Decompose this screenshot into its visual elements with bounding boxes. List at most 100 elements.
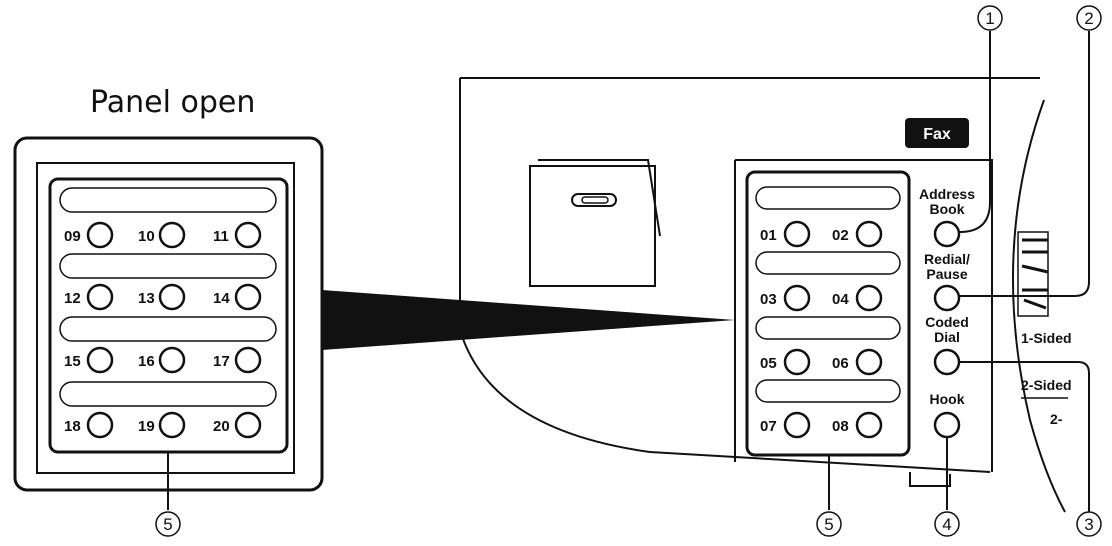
key-label: 12 <box>64 290 81 307</box>
zoom-wedge <box>322 290 735 350</box>
device-label-slots <box>755 186 901 403</box>
key-label: 06 <box>832 355 849 372</box>
one-touch-key-03[interactable] <box>783 284 811 312</box>
one-touch-key-06[interactable] <box>855 348 883 376</box>
one-touch-key-17[interactable] <box>234 346 262 374</box>
key-label: 07 <box>760 418 777 435</box>
one-touch-key-20[interactable] <box>234 411 262 439</box>
duplex-icon-block <box>1017 231 1049 317</box>
callout-number: 3 <box>1084 515 1093 534</box>
coded-dial-label-1: Coded <box>925 314 969 330</box>
key-label: 18 <box>64 418 81 435</box>
callout-number: 5 <box>824 515 833 534</box>
one-touch-panel-left <box>48 177 289 454</box>
label-slot <box>59 187 277 213</box>
callout-number: 4 <box>942 515 951 534</box>
one-touch-key-19[interactable] <box>158 411 186 439</box>
key-label: 09 <box>64 228 81 245</box>
document-holder <box>529 165 656 287</box>
label-slot <box>59 381 277 407</box>
hook-label: Hook <box>930 391 965 407</box>
key-label: 20 <box>213 418 230 435</box>
hook-button[interactable] <box>933 411 961 439</box>
device-curve-right <box>1011 99 1066 513</box>
one-touch-key-05[interactable] <box>783 348 811 376</box>
one-touch-key-13[interactable] <box>158 283 186 311</box>
callout-2: 2 <box>1076 5 1102 31</box>
one-touch-key-01[interactable] <box>783 220 811 248</box>
label-slot <box>59 253 277 279</box>
paper-clip-icon <box>571 193 617 207</box>
one-touch-key-08[interactable] <box>855 411 883 439</box>
panel-inner-frame <box>36 162 295 474</box>
callout-line-1 <box>959 31 991 233</box>
left-label-slots <box>59 187 277 407</box>
key-label: 04 <box>832 291 849 308</box>
fax-badge-label: Fax <box>923 126 951 143</box>
key-label: 19 <box>138 418 155 435</box>
callout-number: 1 <box>985 9 994 28</box>
label-slot <box>755 316 901 340</box>
address-book-label-1: Address <box>919 186 975 202</box>
key-label: 13 <box>138 290 155 307</box>
one-touch-key-04[interactable] <box>855 284 883 312</box>
redial-pause-label-2: Pause <box>926 266 967 282</box>
one-touch-key-15[interactable] <box>86 346 114 374</box>
callout-circle <box>816 511 842 537</box>
document-holder-edge <box>538 159 661 237</box>
callout-circle <box>155 511 181 537</box>
one-touch-key-10[interactable] <box>158 221 186 249</box>
address-book-button[interactable] <box>933 220 961 248</box>
callout-3: 3 <box>1076 511 1102 537</box>
key-label: 11 <box>213 228 229 245</box>
callout-1: 1 <box>977 5 1003 31</box>
label-slot <box>59 316 277 342</box>
callout-circle <box>1076 511 1102 537</box>
callout-circle <box>977 5 1003 31</box>
callout-line-3 <box>960 361 1090 512</box>
two-partial-label: 2- <box>1050 411 1063 427</box>
one-touch-panel-device <box>745 170 911 457</box>
one-touch-key-14[interactable] <box>234 283 262 311</box>
callout-number: 2 <box>1084 9 1093 28</box>
key-label: 15 <box>64 353 81 370</box>
one-sided-label: 1-Sided <box>1021 330 1072 346</box>
redial-pause-button[interactable] <box>933 284 961 312</box>
callout-number: 5 <box>163 515 172 534</box>
one-touch-key-09[interactable] <box>86 221 114 249</box>
one-touch-key-12[interactable] <box>86 283 114 311</box>
callout-5-right: 5 <box>816 511 842 537</box>
address-book-label-2: Book <box>930 201 965 217</box>
duplex-icon-lines <box>1021 238 1049 310</box>
label-slot <box>755 379 901 403</box>
one-touch-key-07[interactable] <box>783 411 811 439</box>
device-foot <box>909 472 951 487</box>
redial-pause-label-1: Redial/ <box>924 251 970 267</box>
key-label: 01 <box>760 227 777 244</box>
label-slot <box>755 251 901 275</box>
two-sided-label: 2-Sided <box>1021 377 1072 393</box>
key-label: 14 <box>213 290 230 307</box>
one-touch-key-16[interactable] <box>158 346 186 374</box>
paper-clip-inner <box>581 196 609 204</box>
one-touch-key-02[interactable] <box>855 220 883 248</box>
panel-open-title: Panel open <box>90 85 255 120</box>
key-label: 17 <box>213 353 230 370</box>
callout-4: 4 <box>934 511 960 537</box>
left-keys: 09 10 11 12 13 14 15 16 17 18 19 20 <box>64 221 262 439</box>
key-label: 05 <box>760 355 777 372</box>
coded-dial-button[interactable] <box>933 348 961 376</box>
callout-line-2 <box>960 31 1090 297</box>
one-touch-key-18[interactable] <box>86 411 114 439</box>
fax-badge <box>905 118 969 148</box>
key-label: 02 <box>832 227 849 244</box>
callout-5-left: 5 <box>155 511 181 537</box>
callout-lines <box>167 31 1090 512</box>
duplex-panel-partial: 1-Sided 2-Sided 2- <box>1017 231 1072 427</box>
label-slot <box>755 186 901 210</box>
device-panel-frame <box>735 159 993 472</box>
one-touch-key-11[interactable] <box>234 221 262 249</box>
callout-circle <box>1076 5 1102 31</box>
key-label: 03 <box>760 291 777 308</box>
